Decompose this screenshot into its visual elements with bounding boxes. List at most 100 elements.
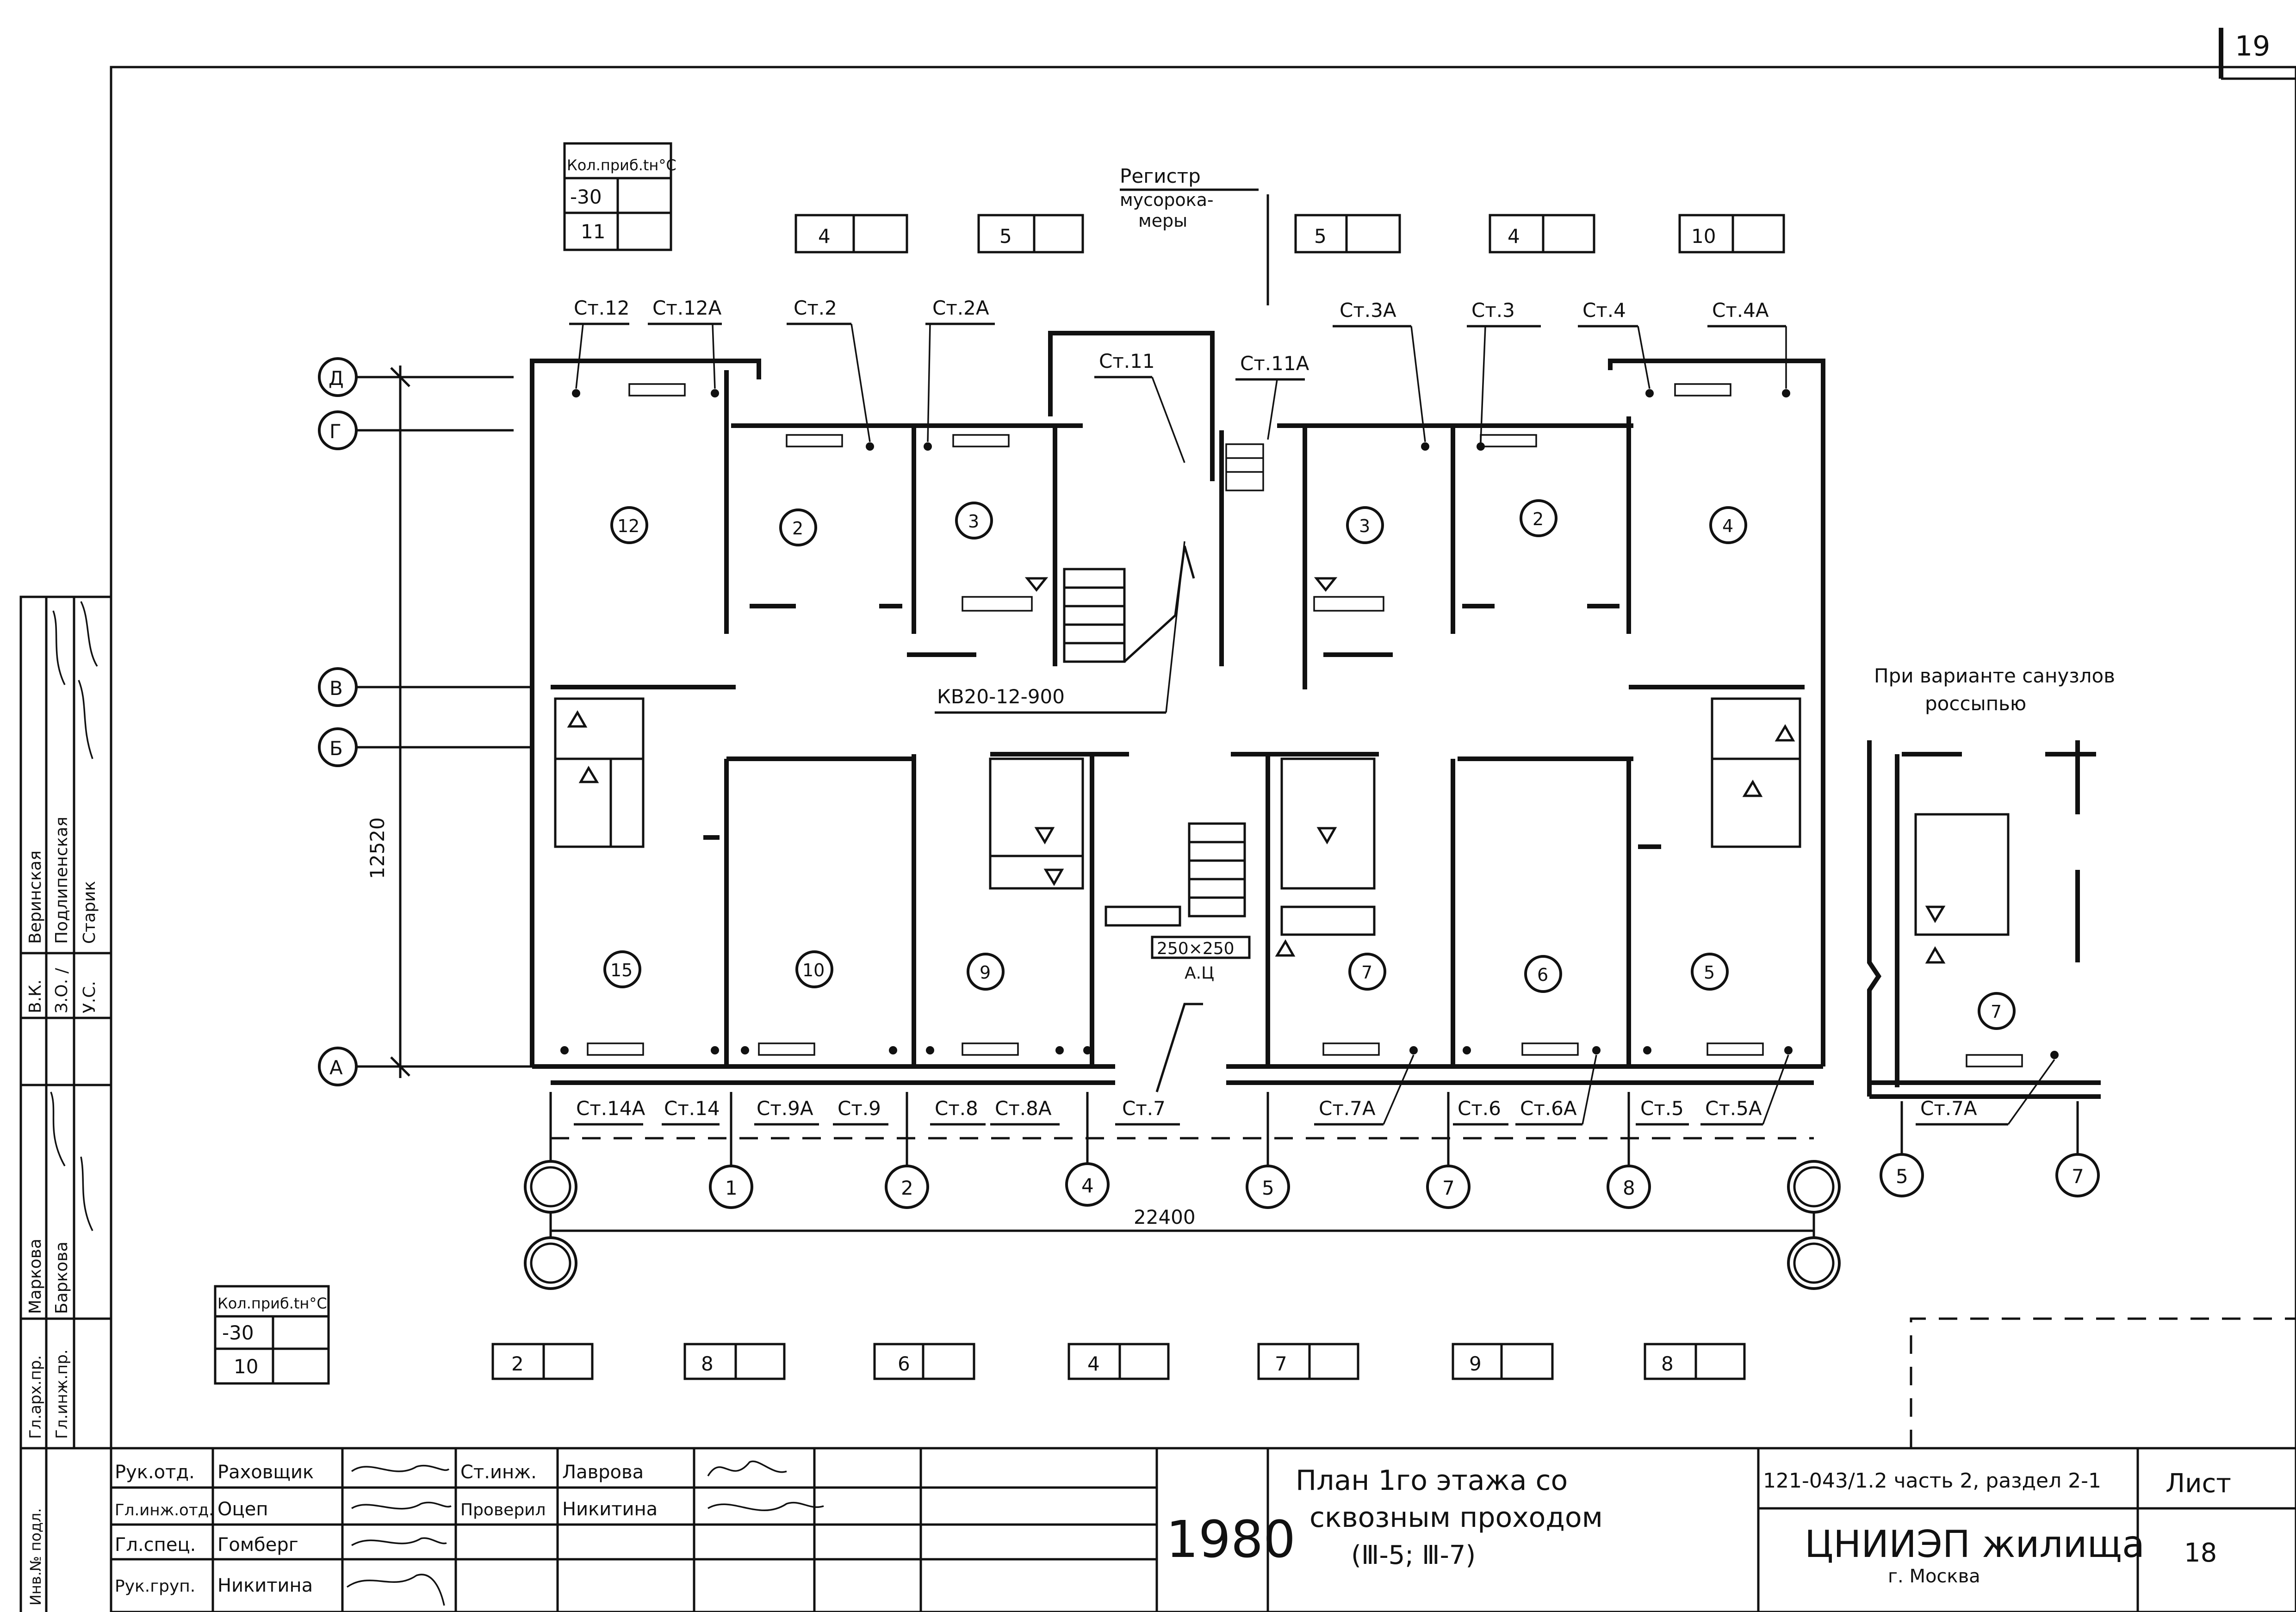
room-15: 15 (610, 960, 633, 980)
axis-row-d: Д (329, 367, 344, 390)
sheet-frame (110, 66, 2296, 1612)
climate-bottom-header: Кол.приб.tн°С (217, 1295, 327, 1312)
stamp-role-1: В.К. (26, 980, 45, 1013)
bottom-box-7: 8 (1661, 1352, 1674, 1375)
tb-name-5: Лаврова (562, 1462, 644, 1483)
sanitary-centre-right (1275, 757, 1376, 957)
room-5: 5 (1704, 962, 1715, 983)
stamp-name-3: Старик (80, 881, 99, 944)
stamp-area (1910, 1317, 2296, 1448)
register-label: Регистр (1120, 165, 1201, 187)
tb-role-1: Рук.отд. (115, 1462, 195, 1483)
axis-row-v: В (329, 677, 343, 700)
room-7: 7 (1361, 962, 1372, 983)
stamp-role-5: Гл.инж.пр. (53, 1349, 71, 1439)
tb-title-line3: (Ⅲ-5; Ⅲ-7) (1351, 1540, 1476, 1570)
riser-st9a: Ст.9А (757, 1097, 813, 1120)
variant-plan: При варианте санузлов россыпью Ст.7А 5 7 (1867, 664, 2115, 1197)
building-walls (530, 331, 1825, 1085)
tb-year: 1980 (1166, 1510, 1296, 1569)
riser-st11: Ст.11 (1099, 350, 1155, 372)
riser-st14a: Ст.14А (576, 1097, 645, 1120)
axis-col-4: 4 (1081, 1174, 1094, 1197)
tb-doc-code: 121-043/1.2 часть 2, раздел 2-1 (1763, 1469, 2101, 1493)
tb-name-3: Гомберг (217, 1534, 298, 1556)
sanitary-centre-left (989, 757, 1084, 890)
riser-labels-top: Ст.12 Ст.12А Ст.2 Ст.2А Ст.11 Ст.11А Ст.… (569, 297, 1787, 463)
stamp-name-4: Маркова (26, 1239, 45, 1314)
room-10: 10 (802, 960, 825, 980)
riser-labels-bottom: Ст.14А Ст.14 Ст.9А Ст.9 Ст.8 Ст.8А Ст.7 … (574, 1054, 1789, 1126)
room-4: 4 (1722, 516, 1733, 536)
axis-row-a: А (329, 1056, 343, 1079)
tb-name-2: Оцеп (217, 1499, 268, 1520)
duct-size: 250×250 (1157, 939, 1235, 958)
title-block: Рук.отд. Раховщик Гл.инж.отд. Оцеп Гл.сп… (110, 1447, 2296, 1612)
tb-role-6: Проверил (460, 1500, 546, 1519)
riser-st8: Ст.8 (935, 1097, 978, 1120)
bottom-box-5: 7 (1275, 1352, 1287, 1375)
top-box-1: 4 (818, 225, 831, 248)
room-9: 9 (980, 962, 991, 983)
climate-bottom-row1: -30 (222, 1321, 254, 1344)
duct-label: А.Ц (1185, 964, 1214, 983)
riser-st3a: Ст.3А (1340, 299, 1396, 322)
sanitary-left (554, 697, 645, 848)
room-3-right: 3 (1359, 516, 1370, 536)
tb-sheet-number: 18 (2184, 1538, 2217, 1568)
climate-top-row1: -30 (570, 186, 602, 208)
top-box-4: 4 (1508, 225, 1520, 248)
riser-st12: Ст.12 (574, 297, 630, 319)
variant-title-2: россыпью (1925, 692, 2026, 715)
tb-name-6: Никитина (562, 1499, 658, 1520)
stairs-upper (1063, 546, 1195, 663)
tb-role-2: Гл.инж.отд. (115, 1501, 214, 1519)
riser-st9: Ст.9 (838, 1097, 881, 1120)
axis-col-8: 8 (1623, 1177, 1635, 1199)
room-3-left: 3 (968, 511, 979, 532)
riser-st4a: Ст.4А (1712, 299, 1769, 322)
side-stamp: В.К. Веринская З.О. / Подлипенская У.С. … (19, 595, 112, 1612)
tb-title-line2: сквозным проходом (1309, 1501, 1603, 1534)
riser-st2: Ст.2 (794, 297, 837, 319)
axis-col-7: 7 (1442, 1177, 1455, 1199)
bottom-box-2: 8 (701, 1352, 714, 1375)
riser-st6a: Ст.6А (1520, 1097, 1577, 1120)
variant-riser: Ст.7А (1920, 1097, 1977, 1120)
radiators-top (628, 383, 1731, 491)
stamp-inventory: Инв.№ подл. (27, 1508, 44, 1606)
radiators-bottom (587, 1042, 1764, 1056)
tb-sheet-label: Лист (2166, 1469, 2231, 1499)
stamp-role-4: Гл.арх.пр. (26, 1355, 45, 1439)
riser-st14: Ст.14 (664, 1097, 720, 1120)
bottom-box-4: 4 (1087, 1352, 1100, 1375)
stamp-name-2: Подлипенская (52, 817, 71, 944)
tb-city: г. Москва (1888, 1566, 1980, 1587)
stamp-role-3: У.С. (80, 981, 99, 1013)
riser-st2a: Ст.2А (932, 297, 989, 319)
register-label-2: мусорока- (1120, 190, 1214, 210)
climate-table-top: Кол.приб.tн°С -30 11 (563, 142, 676, 251)
tb-role-5: Ст.инж. (460, 1462, 537, 1483)
room-12: 12 (617, 516, 639, 536)
tb-role-3: Гл.спец. (115, 1534, 196, 1556)
axis-row-g: Г (329, 420, 341, 443)
room-6: 6 (1537, 965, 1548, 985)
climate-bottom-row2: 10 (234, 1355, 258, 1378)
register-note: Регистр мусорока- меры (1120, 165, 1269, 305)
bottom-box-3: 6 (898, 1352, 910, 1375)
riser-st5a: Ст.5А (1705, 1097, 1762, 1120)
stamp-role-2: З.О. / (52, 967, 71, 1013)
bottom-boxes: 2 8 6 4 7 9 8 (491, 1343, 1746, 1380)
axis-row-b: Б (329, 737, 343, 760)
axis-col-1: 1 (725, 1177, 738, 1199)
riser-st6: Ст.6 (1458, 1097, 1501, 1120)
bottom-box-1: 2 (511, 1352, 524, 1375)
variant-axis-5: 5 (1896, 1165, 1908, 1188)
bottom-box-6: 9 (1469, 1352, 1482, 1375)
climate-top-header: Кол.приб.tн°С (567, 156, 676, 174)
climate-table-bottom: Кол.приб.tн°С -30 10 (214, 1285, 330, 1385)
tb-title-line1: План 1го этажа со (1296, 1464, 1568, 1497)
stamp-name-5: Баркова (52, 1241, 71, 1314)
